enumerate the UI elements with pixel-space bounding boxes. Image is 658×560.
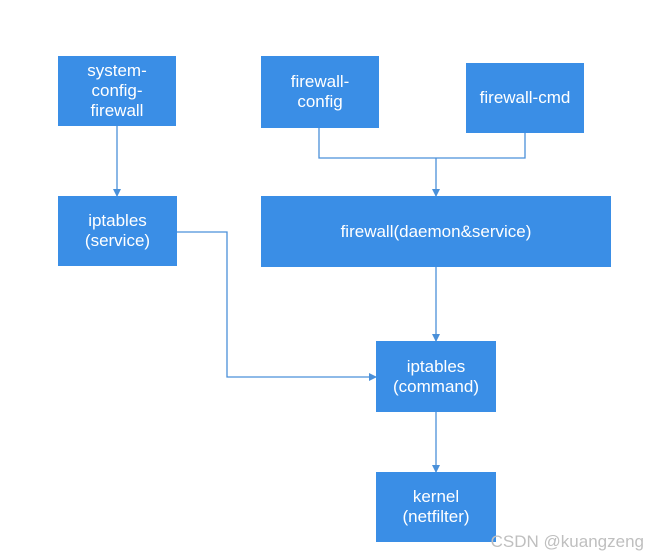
node-kernel: kernel (netfilter) — [376, 472, 496, 542]
node-label-line: firewall- — [290, 72, 350, 91]
node-label-line: firewall(daemon&service) — [340, 221, 532, 241]
node-iptables-command: iptables (command) — [376, 341, 496, 412]
node-label-line: config- — [91, 81, 143, 100]
node-label-line: (netfilter) — [402, 507, 470, 526]
node-label-line: config — [297, 92, 343, 111]
node-label-line: system- — [87, 61, 147, 80]
node-label-line: (service) — [84, 231, 151, 250]
node-label-line: firewall — [90, 101, 144, 120]
node-firewall-cmd: firewall-cmd — [466, 63, 584, 133]
node-iptables-service: iptables (service) — [58, 196, 177, 266]
node-system-config-firewall: system- config- firewall — [58, 56, 176, 126]
node-label-line: iptables — [406, 356, 466, 376]
node-firewall-daemon: firewall(daemon&service) — [261, 196, 611, 267]
watermark: CSDN @kuangzeng — [490, 532, 644, 551]
node-label-line: (command) — [393, 376, 479, 396]
node-label-line: kernel — [412, 487, 460, 506]
node-label-line: iptables — [88, 211, 147, 230]
node-label-line: firewall-cmd — [479, 88, 571, 107]
node-firewall-config: firewall- config — [261, 56, 379, 128]
